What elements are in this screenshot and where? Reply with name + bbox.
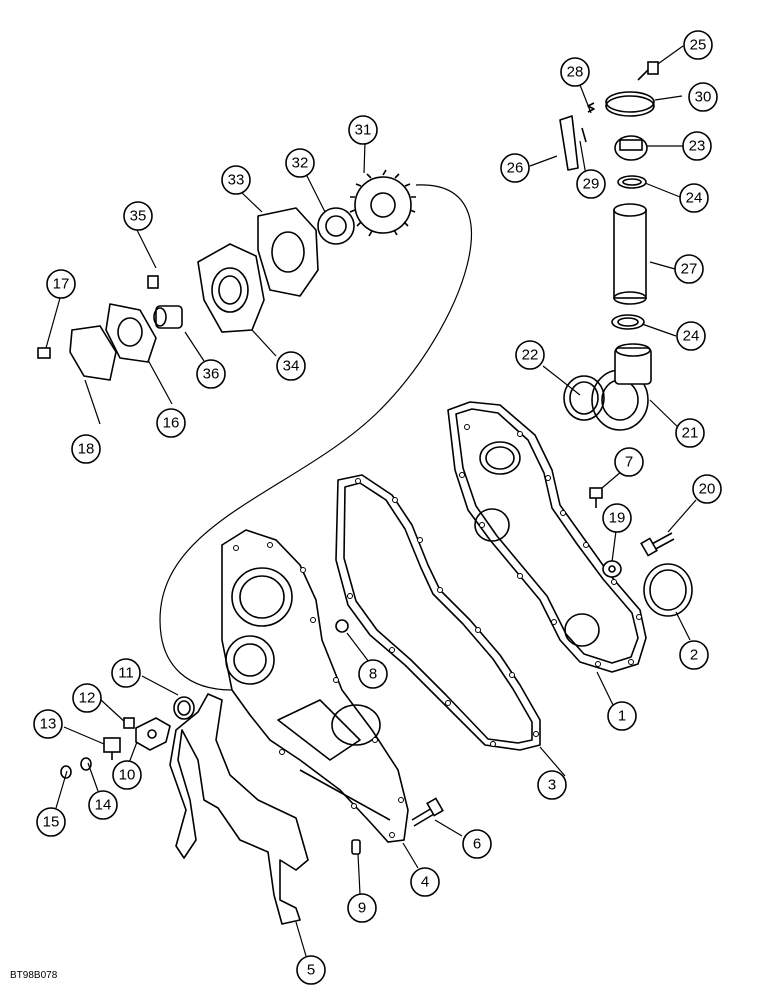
callout-10: 10 [112, 760, 142, 790]
callout-27: 27 [674, 254, 704, 284]
svg-text:28: 28 [567, 64, 584, 81]
svg-text:25: 25 [690, 37, 707, 54]
callout-16: 16 [156, 408, 186, 438]
callout-34: 34 [276, 351, 306, 381]
callout-19: 19 [602, 503, 632, 533]
svg-text:9: 9 [358, 900, 366, 917]
callout-2: 2 [679, 640, 709, 670]
callout-5: 5 [296, 955, 326, 985]
callout-33: 33 [221, 165, 251, 195]
svg-text:10: 10 [119, 767, 136, 784]
svg-text:16: 16 [163, 415, 180, 432]
callout-4: 4 [410, 867, 440, 897]
callout-35: 35 [123, 201, 153, 231]
svg-text:24: 24 [683, 328, 700, 345]
svg-text:6: 6 [473, 836, 481, 853]
svg-text:23: 23 [689, 138, 706, 155]
svg-text:18: 18 [78, 441, 95, 458]
svg-text:3: 3 [548, 777, 556, 794]
svg-text:5: 5 [307, 962, 315, 979]
front-cover-gasket-outer [447, 401, 647, 673]
svg-text:11: 11 [118, 665, 134, 682]
callout-22: 22 [515, 340, 545, 370]
figure-reference-code: BT98B078 [10, 970, 58, 981]
svg-text:14: 14 [95, 797, 112, 814]
svg-text:15: 15 [43, 814, 60, 831]
callout-18: 18 [71, 434, 101, 464]
svg-text:26: 26 [507, 160, 524, 177]
callout-7: 7 [614, 447, 644, 477]
callout-24-lower: 24 [676, 321, 706, 351]
svg-text:33: 33 [228, 172, 245, 189]
leader-lines [45, 45, 697, 957]
callout-23: 23 [682, 131, 712, 161]
svg-text:35: 35 [130, 208, 147, 225]
front-cover-gasket-inner [335, 474, 541, 751]
svg-text:21: 21 [682, 425, 699, 442]
svg-text:8: 8 [369, 666, 377, 683]
small-parts [37, 61, 693, 855]
callout-13: 13 [33, 709, 63, 739]
callout-14: 14 [88, 790, 118, 820]
callout-31: 31 [348, 115, 378, 145]
svg-text:36: 36 [203, 366, 220, 383]
callout-6: 6 [462, 829, 492, 859]
callout-30: 30 [688, 82, 718, 112]
gear-housing [221, 529, 409, 843]
callout-28: 28 [560, 57, 590, 87]
callout-11: 11 [111, 658, 141, 688]
callout-15: 15 [36, 807, 66, 837]
callout-20: 20 [692, 474, 722, 504]
callout-32: 32 [285, 148, 315, 178]
callout-21: 21 [675, 418, 705, 448]
svg-text:17: 17 [53, 276, 70, 293]
callout-17: 17 [46, 269, 76, 299]
svg-text:7: 7 [625, 454, 633, 471]
svg-text:32: 32 [292, 155, 309, 172]
housing-gasket [169, 693, 309, 925]
callout-26: 26 [500, 153, 530, 183]
callout-36: 36 [196, 359, 226, 389]
svg-text:31: 31 [355, 122, 372, 139]
svg-text:2: 2 [690, 647, 698, 664]
svg-text:4: 4 [421, 874, 429, 891]
svg-text:27: 27 [681, 261, 698, 278]
svg-text:22: 22 [522, 347, 539, 364]
callout-25: 25 [683, 30, 713, 60]
svg-text:20: 20 [699, 481, 716, 498]
svg-text:34: 34 [283, 358, 300, 375]
svg-text:29: 29 [583, 176, 600, 193]
svg-text:12: 12 [79, 690, 96, 707]
callout-1: 1 [607, 701, 637, 731]
callout-3: 3 [537, 770, 567, 800]
callout-9: 9 [347, 893, 377, 923]
svg-text:24: 24 [686, 190, 703, 207]
svg-text:19: 19 [609, 510, 626, 527]
svg-text:13: 13 [40, 716, 57, 733]
callout-8: 8 [358, 659, 388, 689]
callout-24-upper: 24 [679, 183, 709, 213]
svg-text:1: 1 [618, 708, 626, 725]
callout-bubbles: 1 2 3 4 5 6 7 8 9 10 11 12 13 14 15 16 1… [33, 30, 722, 985]
callout-12: 12 [72, 683, 102, 713]
callout-29: 29 [576, 169, 606, 199]
svg-text:30: 30 [695, 89, 712, 106]
